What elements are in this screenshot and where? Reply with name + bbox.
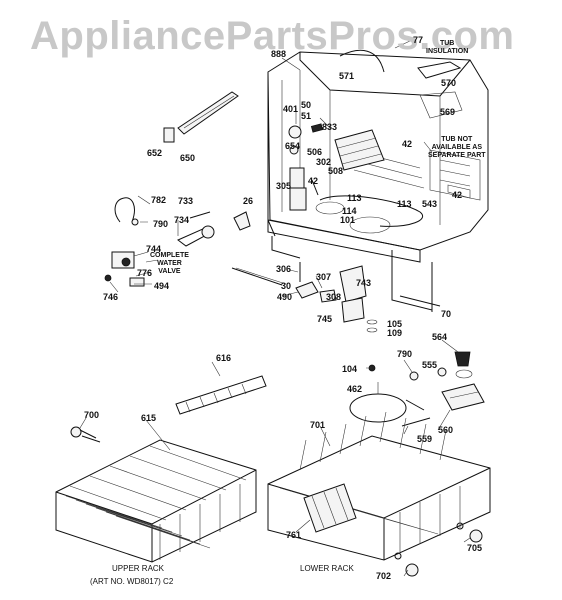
part-label[interactable]: 113 [347, 193, 362, 203]
part-label[interactable]: 569 [440, 107, 456, 117]
part-label[interactable]: 51 [301, 111, 312, 121]
part-label[interactable]: 508 [328, 166, 344, 176]
part-label[interactable]: 26 [243, 196, 254, 206]
lower-rack-drawing [267, 411, 491, 561]
part-label[interactable]: 104 [342, 364, 358, 374]
part-label[interactable]: 745 [317, 314, 333, 324]
tub-drawing [267, 49, 489, 311]
part-label[interactable]: 652 [147, 148, 163, 158]
leader-lines [79, 39, 471, 577]
part-label[interactable]: 701 [310, 420, 326, 430]
part-label[interactable]: 42 [308, 176, 319, 186]
part-label[interactable]: 305 [276, 181, 292, 191]
part-label[interactable]: 306 [276, 264, 292, 274]
part-label[interactable]: 555 [422, 360, 438, 370]
part-label[interactable]: 543 [422, 199, 438, 209]
part-label[interactable]: 494 [154, 281, 170, 291]
part-label[interactable]: 114 [342, 206, 357, 216]
note-complete-water-valve: COMPLETE WATER VALVE [150, 252, 189, 275]
part-label[interactable]: 776 [137, 268, 153, 278]
part-label[interactable]: 570 [441, 78, 457, 88]
part-label[interactable]: 744 [146, 244, 162, 254]
part-label[interactable]: 308 [326, 292, 342, 302]
part-label[interactable]: 42 [402, 139, 413, 149]
center-parts [288, 125, 433, 333]
part-label[interactable]: 109 [387, 328, 403, 338]
part-label[interactable]: 307 [316, 272, 332, 282]
part-label[interactable]: 615 [141, 413, 157, 423]
part-label[interactable]: 559 [417, 434, 433, 444]
part-label[interactable]: 490 [277, 292, 293, 302]
upper-rack-drawing [55, 439, 257, 563]
caption-lower-rack: LOWER RACK [300, 564, 354, 573]
part-label[interactable]: 833 [322, 122, 338, 132]
part-label[interactable]: 101 [340, 215, 356, 225]
left-parts [104, 91, 287, 287]
part-label[interactable]: 401 [283, 104, 299, 114]
part-label[interactable]: 700 [84, 410, 100, 420]
part-label[interactable]: 462 [347, 384, 363, 394]
part-label[interactable]: 616 [216, 353, 232, 363]
part-label[interactable]: 50 [301, 100, 312, 110]
dispenser-drawing [310, 123, 385, 171]
part-label[interactable]: 70 [441, 309, 452, 319]
part-label[interactable]: 761 [286, 530, 302, 540]
part-label[interactable]: 746 [103, 292, 119, 302]
part-label[interactable]: 42 [452, 190, 463, 200]
part-label[interactable]: 560 [438, 425, 454, 435]
part-label[interactable]: 743 [356, 278, 372, 288]
part-label[interactable]: 733 [178, 196, 194, 206]
part-label[interactable]: 734 [174, 215, 190, 225]
part-label[interactable]: 571 [339, 71, 355, 81]
note-tub-insulation: TUB INSULATION [426, 40, 469, 55]
part-label[interactable]: 302 [316, 157, 332, 167]
part-label[interactable]: 702 [376, 571, 392, 581]
note-tub-not-available: TUB NOT AVAILABLE AS SEPARATE PART [428, 136, 486, 159]
part-label[interactable]: 564 [432, 332, 448, 342]
part-label[interactable]: 77 [413, 35, 424, 45]
part-label[interactable]: 790 [153, 219, 169, 229]
part-label[interactable]: 113 [397, 199, 412, 209]
part-label[interactable]: 650 [180, 153, 196, 163]
part-label[interactable]: 654 [285, 141, 301, 151]
part-label[interactable]: 782 [151, 195, 167, 205]
part-label[interactable]: 30 [281, 281, 292, 291]
lower-right-parts [70, 351, 485, 577]
part-label[interactable]: 506 [307, 147, 323, 157]
part-label[interactable]: 705 [467, 543, 483, 553]
part-label[interactable]: 790 [397, 349, 413, 359]
caption-art-number: (ART NO. WD8017) C2 [90, 577, 174, 586]
watermark-logo: AppliancePartsPros.com [30, 14, 515, 58]
part-label[interactable]: 888 [271, 49, 287, 59]
caption-upper-rack: UPPER RACK [112, 564, 165, 573]
part-label[interactable]: 105 [387, 319, 403, 329]
